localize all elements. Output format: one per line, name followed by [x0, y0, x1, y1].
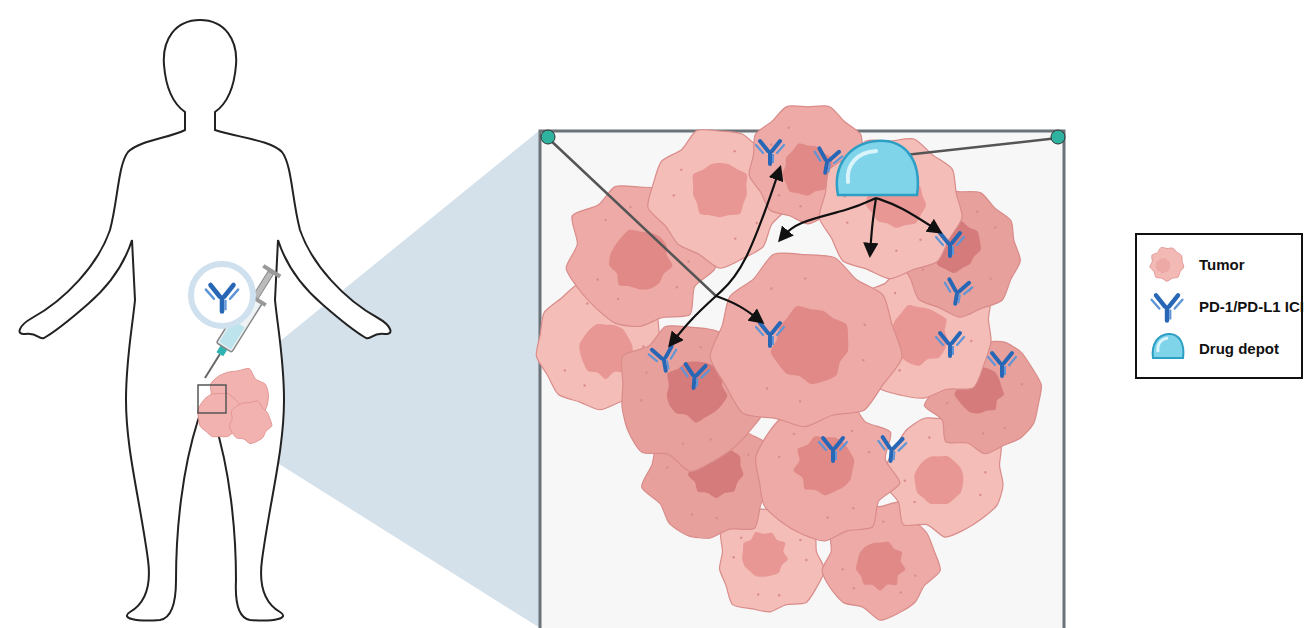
antibody-icon	[941, 279, 973, 307]
legend-text: PD-1/PD-L1 ICI	[1199, 298, 1304, 315]
legend-text: Drug depot	[1199, 340, 1279, 357]
legend: TumorPD-1/PD-L1 ICI Drug depot	[1135, 233, 1303, 379]
legend-sample	[1143, 328, 1193, 368]
antibody-icon	[1152, 295, 1183, 320]
zoom-square	[198, 385, 226, 413]
antibody-icon	[756, 141, 784, 164]
antibody-icon	[877, 437, 907, 462]
legend-entry: Drug depot	[1143, 327, 1301, 369]
tumor-mass	[198, 368, 272, 443]
drug-depot	[837, 141, 918, 195]
antibody-icon	[756, 323, 784, 346]
antibody-icon	[680, 364, 710, 389]
tumor-cells	[536, 106, 1041, 620]
diffusion-arrows	[670, 168, 940, 345]
antibody-icon	[819, 438, 847, 461]
antibody-icon	[936, 333, 964, 356]
legend-text: Tumor	[1199, 256, 1245, 273]
antibody-bubble	[191, 264, 253, 326]
antibody-icon	[206, 285, 238, 311]
legend-entry: PD-1/PD-L1 ICI	[1143, 285, 1301, 327]
antibodies	[648, 141, 1016, 462]
legend-sample	[1143, 244, 1193, 284]
antibody-icon	[988, 353, 1016, 376]
human-outline	[20, 20, 391, 621]
legend-sample	[1143, 286, 1193, 326]
needles	[541, 130, 1065, 296]
antibody-icon	[936, 233, 964, 256]
antibody-icon	[648, 346, 680, 374]
legend-entry: Tumor	[1143, 243, 1301, 285]
